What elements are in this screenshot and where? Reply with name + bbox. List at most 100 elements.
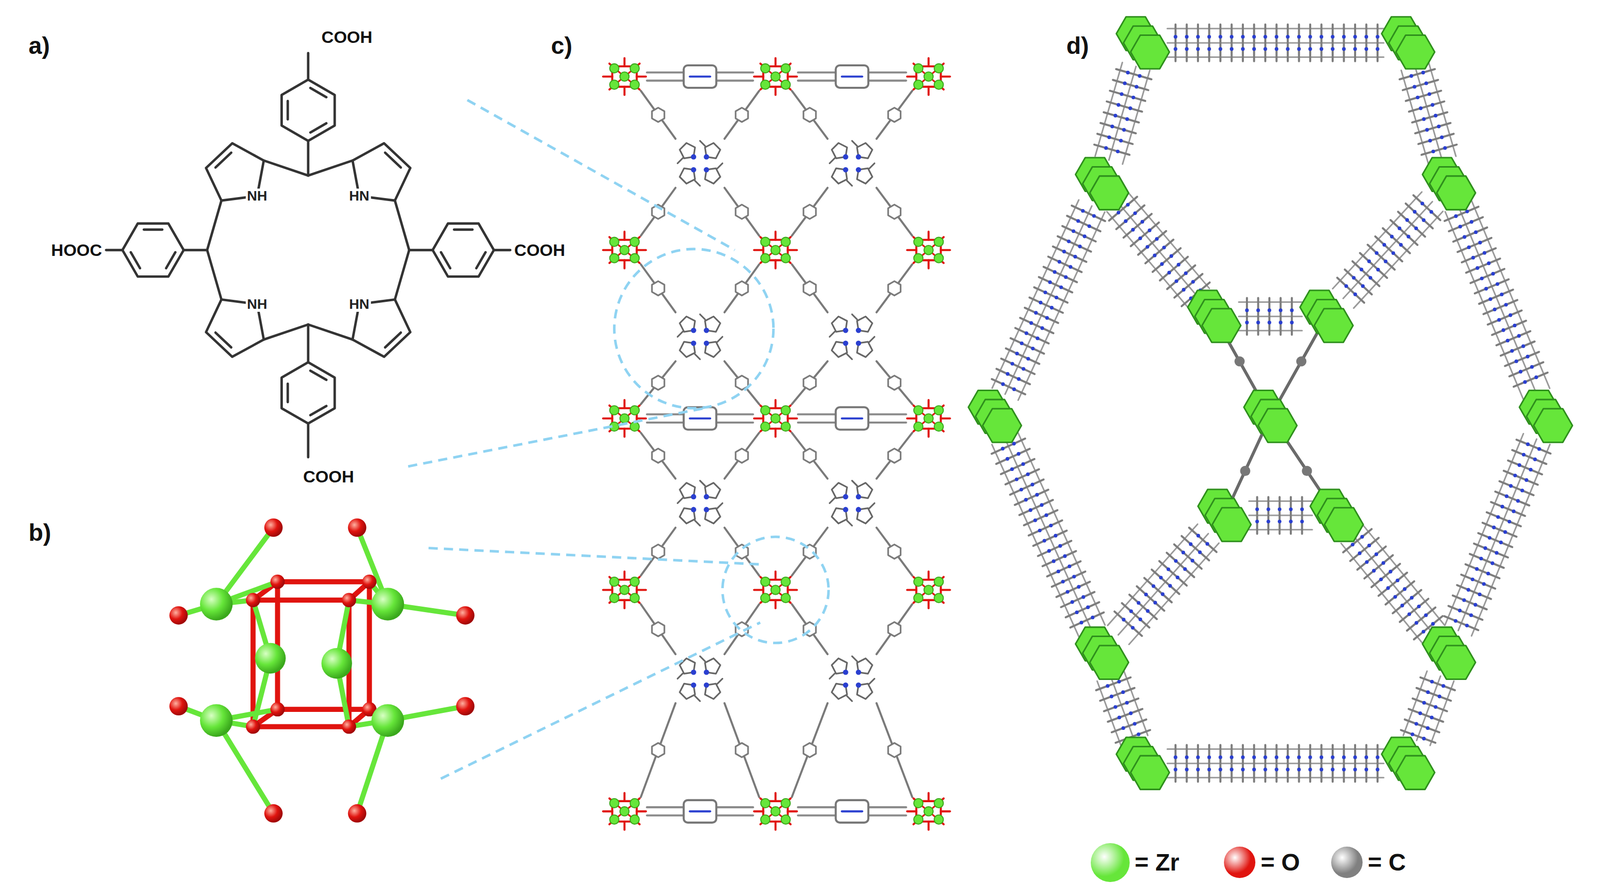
nitrogen-atom [1534,375,1538,380]
nitrogen-atom [1386,586,1390,590]
linker-line [792,432,828,479]
meso-bond [694,354,700,360]
legend-swatch [1090,842,1130,882]
zr-atom [913,577,923,587]
nitrogen-atom [1076,218,1080,223]
zr-atom [934,80,944,90]
nitrogen-atom [1285,755,1290,759]
zr-atom [913,405,923,415]
zr-polyhedron [982,408,1022,443]
nitrogen-atom [1207,755,1211,759]
nitrogen-atom [1421,218,1426,222]
nitrogen-atom [1441,683,1445,688]
nitrogen-atom [1453,618,1458,623]
zr-polyhedron [1089,176,1129,210]
nitrogen-atom [690,669,697,675]
nitrogen-atom [1430,103,1435,107]
cluster-bond [774,428,777,437]
porphyrin-edge [1070,612,1104,628]
nitrogen-atom [1361,284,1365,288]
porphyrin-edge [1112,79,1149,90]
zr-atom [913,253,923,263]
zr-atom [760,253,770,263]
nitrogen-atom [1128,106,1133,110]
linker-line [876,702,913,797]
porphyrin-edge [1414,123,1451,134]
nitrogen-atom [1484,286,1488,291]
zr-atom [924,245,934,255]
nitrogen-atom [1240,767,1245,772]
porphyrin-edge [1406,607,1436,631]
nitrogen-atom [1016,451,1021,456]
nitrogen-atom [1176,262,1181,267]
meso-bond [869,163,875,169]
nitrogen-atom [1391,251,1396,255]
porphyrin-edge [1239,465,1250,476]
porphyrin-edge [1033,530,1067,546]
nitrogen-atom [1266,519,1270,524]
porphyrin-edge [1402,79,1439,90]
double-bond-line [215,332,232,348]
nitrogen-atom [1081,595,1085,599]
porphyrin-edge [1483,299,1518,314]
porphyrin-edge [1145,239,1174,263]
zoom-guides [407,99,829,779]
zr-atom [781,421,791,431]
nitrogen-atom [1453,214,1458,218]
nitrogen-atom [1196,767,1200,772]
meso-bond [869,336,875,342]
meso-bond [308,160,353,176]
nitrogen-atom [690,340,697,347]
framework-layer-view [602,58,951,830]
cluster-bond [623,571,626,580]
nitrogen-atom [703,167,710,173]
porphyrin-edge [996,448,1030,464]
nitrogen-atom [1229,767,1234,772]
nitrogen-atom [1330,34,1335,39]
nitrogen-atom [1073,254,1077,259]
nitrogen-atom [842,167,849,173]
meso-bond [869,678,875,684]
nitrogen-atom [1117,679,1121,684]
nitrogen-atom [1469,612,1473,617]
double-bond-line [286,383,289,402]
nitrogen-atom [1190,558,1195,563]
zr-atom [913,63,923,73]
nitrogen-atom [1393,595,1398,599]
phenyl-ring [651,448,665,463]
nitrogen-atom [1136,600,1141,605]
nitrogen-atom [855,682,862,688]
nitrogen-atom [1274,767,1279,772]
meso-bond [851,480,857,486]
nitrogen-atom [1168,584,1172,588]
porphyrin-edge [1100,123,1137,134]
linker-line [724,90,760,139]
nitrogen-atom [1138,236,1142,240]
linker-line [724,432,760,479]
panel-label: d) [1066,33,1089,58]
nitrogen-atom [1308,767,1312,772]
nitrogen-atom [1478,240,1482,245]
nitrogen-atom [1381,561,1386,565]
zr-polyhedron [1436,176,1476,210]
nitrogen-atom [1433,113,1438,118]
phenyl-ring [888,375,901,391]
legend-text: = C [1368,850,1406,875]
zr-polyhedron [1436,645,1476,680]
linker-line [876,90,913,139]
porphyrin-edge [1144,577,1172,602]
nitrogen-atom [1058,544,1062,548]
nitrogen-atom [1125,117,1129,121]
linker-line [876,432,913,479]
nitrogen-atom [1353,292,1358,296]
zr-atom [913,593,923,603]
nitrogen-atom [1240,34,1245,39]
bond-line [106,248,123,252]
porphyrin-edge [1062,225,1096,242]
zr-atom [781,798,791,808]
nitrogen-atom [1425,690,1430,694]
linker-line [792,361,828,404]
nitrogen-atom [1421,629,1425,633]
meso-bond [395,249,410,300]
cluster-bond [636,75,646,78]
